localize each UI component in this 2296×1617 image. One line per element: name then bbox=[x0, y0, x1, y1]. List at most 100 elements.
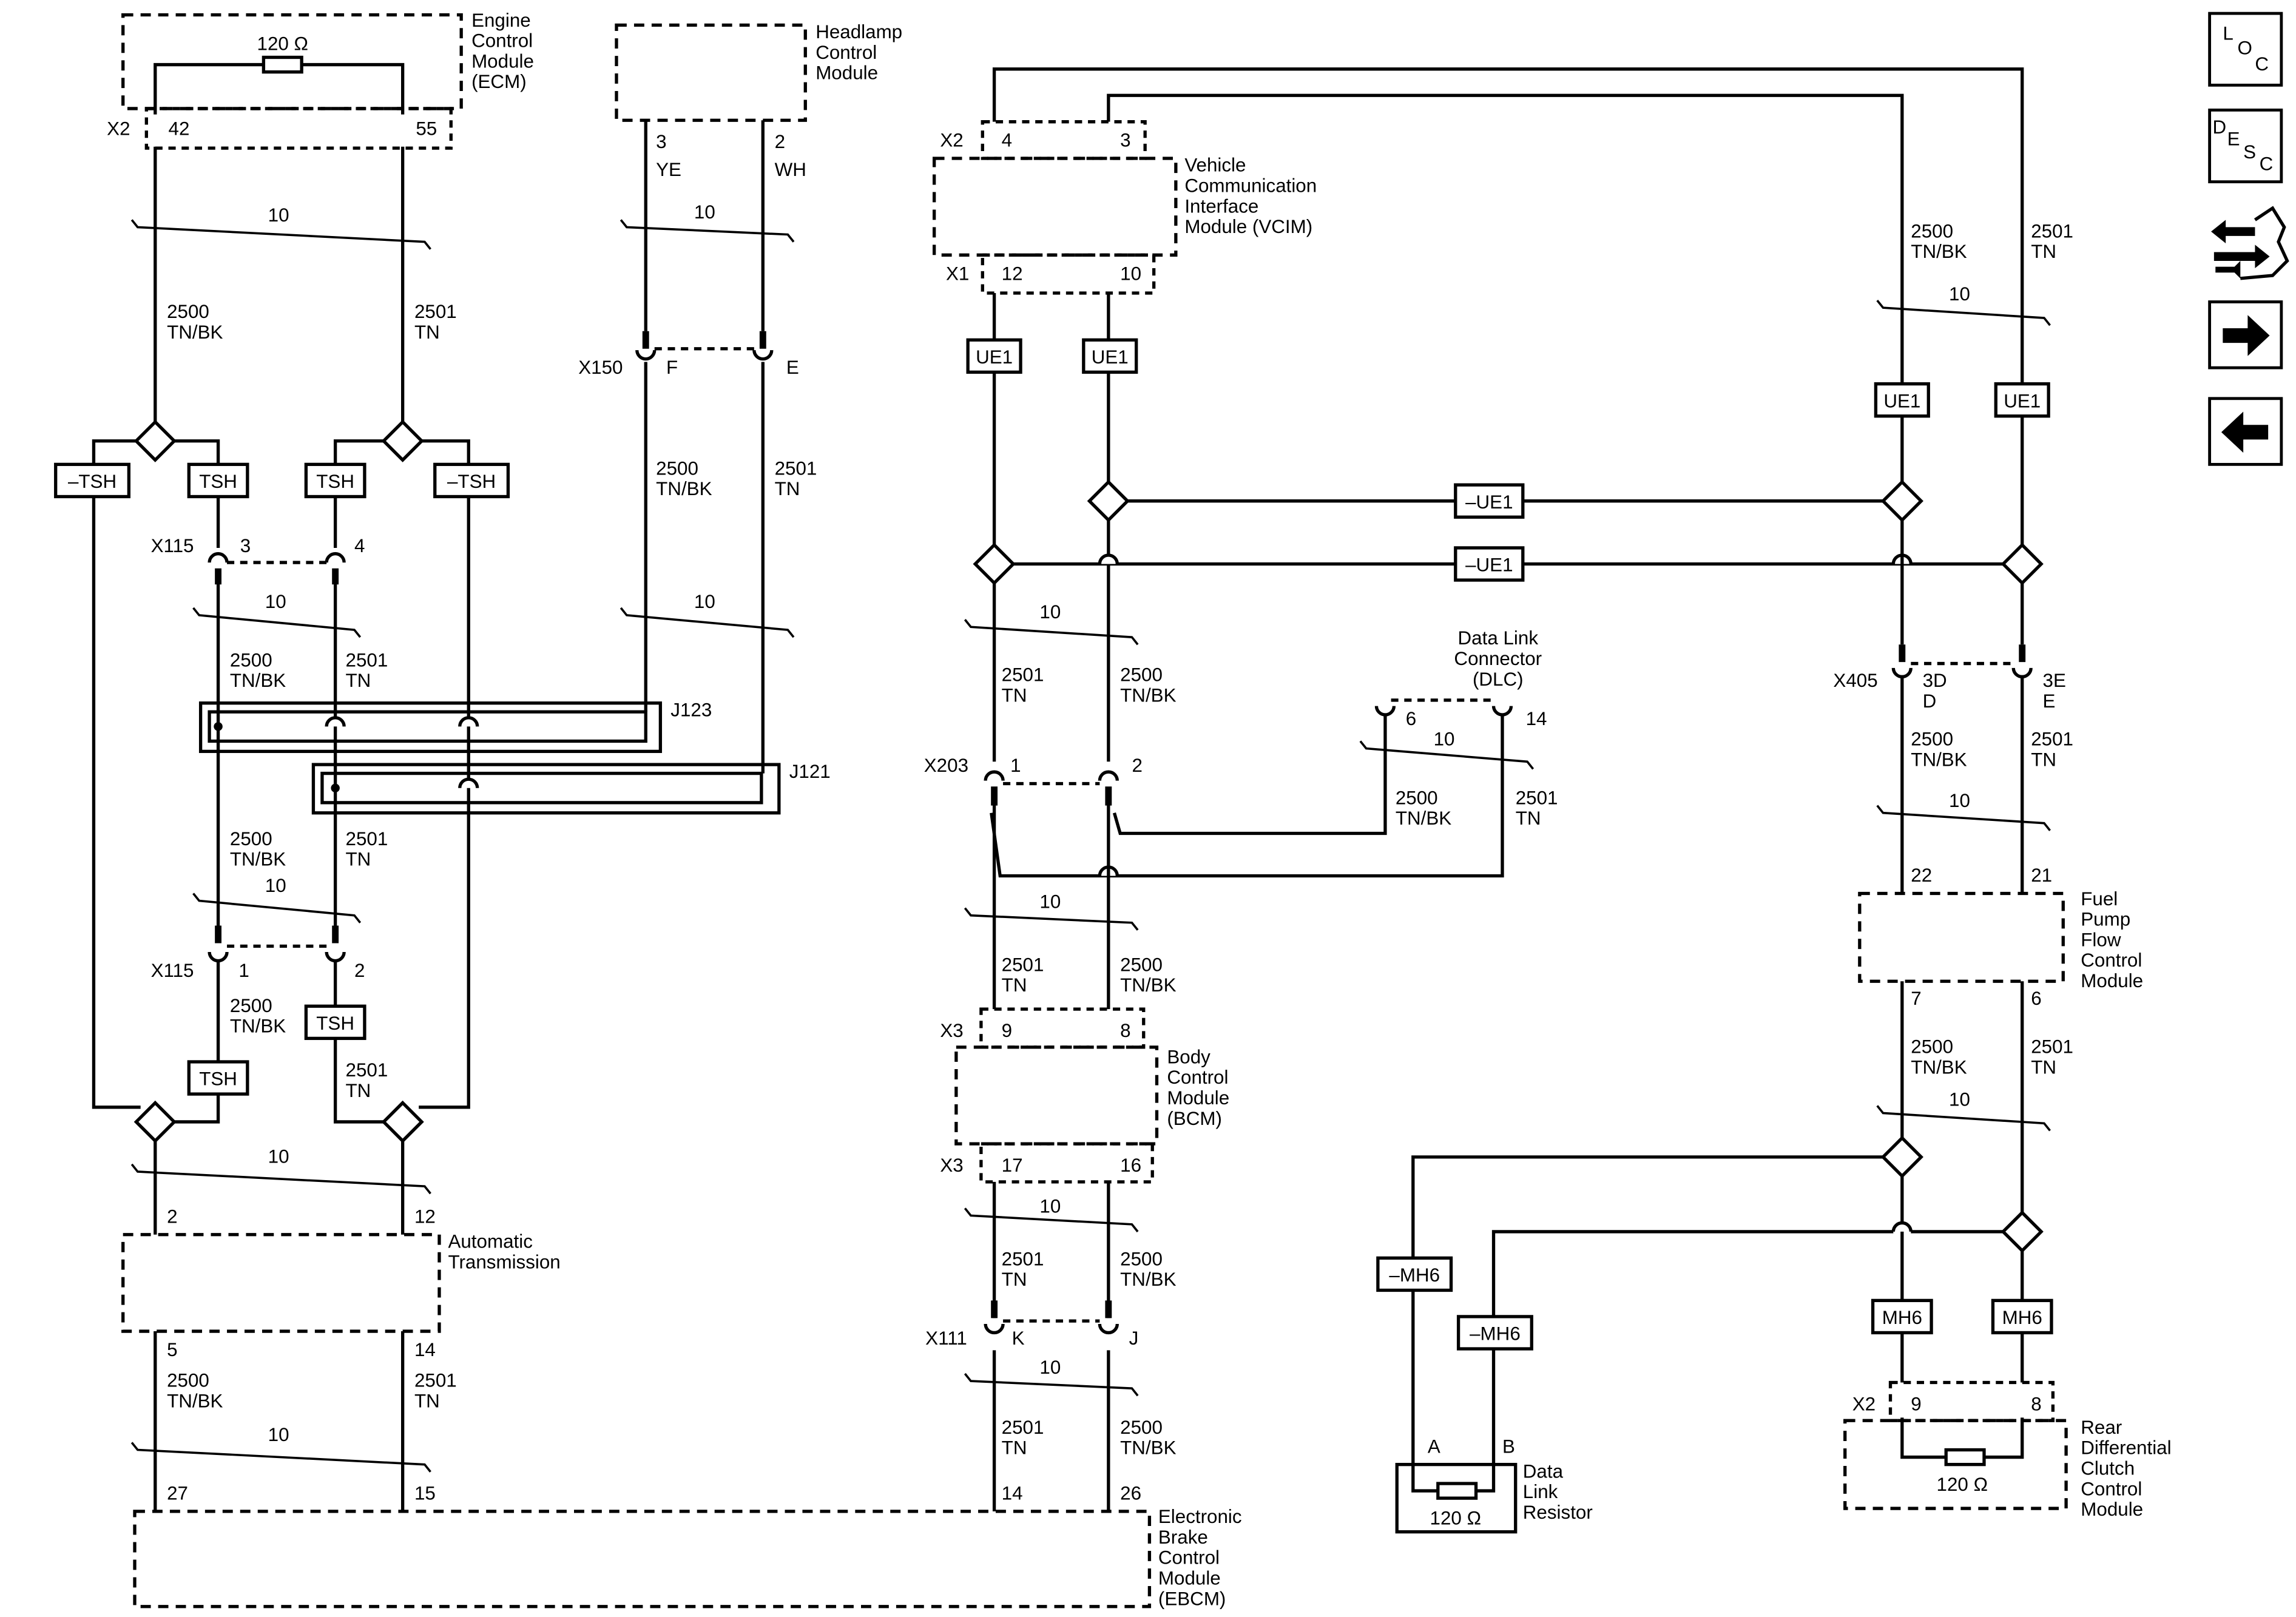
x115-bottom-label: X115 bbox=[151, 960, 194, 981]
svg-text:Body: Body bbox=[1167, 1046, 1210, 1067]
svg-text:TN/BK: TN/BK bbox=[1911, 241, 1967, 262]
opt-tsh-2: TSH bbox=[316, 471, 354, 492]
svg-text:Pump: Pump bbox=[2081, 909, 2130, 930]
svg-text:2501: 2501 bbox=[1002, 1248, 1044, 1269]
svg-text:TN: TN bbox=[1516, 808, 1541, 829]
svg-text:Engine: Engine bbox=[471, 10, 531, 31]
dlr-resistor-label: 120 Ω bbox=[1430, 1508, 1481, 1529]
vcim-top-pin-3: 3 bbox=[1120, 130, 1130, 151]
arrow-right-icon[interactable] bbox=[2208, 300, 2283, 370]
splice-j123-outer bbox=[198, 701, 663, 754]
svg-text:Vehicle: Vehicle bbox=[1184, 155, 1246, 176]
svg-text:2501: 2501 bbox=[1002, 1417, 1044, 1438]
x405-pin-d: D bbox=[1923, 690, 1937, 712]
fpfcm-pin-7: 7 bbox=[1911, 988, 1921, 1009]
svg-text:Control: Control bbox=[815, 42, 877, 63]
svg-text:TN: TN bbox=[346, 670, 371, 691]
svg-text:2501: 2501 bbox=[414, 301, 457, 322]
svg-text:(ECM): (ECM) bbox=[471, 71, 527, 92]
headlamp-outline bbox=[615, 23, 807, 122]
opt-not-mh6-2: –MH6 bbox=[1470, 1323, 1521, 1345]
fpfcm-pin-6: 6 bbox=[2031, 988, 2041, 1009]
x150-pin-e: E bbox=[786, 357, 799, 378]
vcim-bottom-connector-shell bbox=[981, 253, 1156, 295]
x115-top-label: X115 bbox=[151, 535, 194, 556]
svg-text:10: 10 bbox=[1949, 283, 1970, 305]
svg-text:2500: 2500 bbox=[656, 457, 698, 479]
svg-text:Flow: Flow bbox=[2081, 929, 2121, 950]
svg-text:2501: 2501 bbox=[1002, 664, 1044, 686]
svg-text:Module: Module bbox=[471, 50, 534, 72]
dlr-pin-a: A bbox=[1428, 1436, 1440, 1457]
dlr-wire-b bbox=[1476, 1348, 1496, 1493]
headlamp-pin-2: 2 bbox=[775, 131, 785, 152]
svg-text:2501: 2501 bbox=[1002, 954, 1044, 975]
svg-text:TN/BK: TN/BK bbox=[167, 322, 223, 343]
rdccm-connector: X2 bbox=[1852, 1393, 1876, 1414]
svg-text:TN/BK: TN/BK bbox=[230, 1016, 286, 1037]
wiring-tools-icon[interactable] bbox=[2211, 206, 2289, 280]
svg-text:TN/BK: TN/BK bbox=[1911, 749, 1967, 771]
ebcm-outline bbox=[133, 1510, 1152, 1609]
ecm-pin-42: 42 bbox=[169, 118, 190, 139]
svg-text:E: E bbox=[2227, 128, 2240, 149]
svg-text:2500: 2500 bbox=[1120, 1248, 1163, 1269]
not-mh6-wire-2500 bbox=[1411, 1155, 1886, 1258]
ue1-hop-left bbox=[1098, 553, 1119, 564]
x203-pin-1: 1 bbox=[1010, 755, 1021, 776]
nav-loc-button[interactable]: L O C bbox=[2208, 12, 2283, 87]
svg-text:TN: TN bbox=[2031, 749, 2056, 771]
splice-j123-label: J123 bbox=[670, 699, 712, 720]
dlr-resistor bbox=[1436, 1482, 1478, 1500]
splice-j121-outer bbox=[311, 763, 781, 815]
fpfcm-pin-22: 22 bbox=[1911, 865, 1932, 886]
opt-ue1-1: UE1 bbox=[976, 346, 1013, 368]
svg-text:2500: 2500 bbox=[1120, 954, 1163, 975]
svg-text:Headlamp: Headlamp bbox=[815, 21, 902, 42]
svg-text:Fuel: Fuel bbox=[2081, 888, 2118, 910]
svg-text:Clutch: Clutch bbox=[2081, 1458, 2135, 1479]
ebcm-pin-26: 26 bbox=[1120, 1483, 1141, 1504]
svg-text:2500: 2500 bbox=[1911, 220, 1953, 241]
ebcm-pin-27: 27 bbox=[167, 1483, 188, 1504]
arrow-left-icon[interactable] bbox=[2208, 397, 2283, 466]
opt-not-ue1-1: –UE1 bbox=[1465, 491, 1513, 513]
trans-pin-14: 14 bbox=[414, 1339, 436, 1360]
splice-diamonds bbox=[133, 419, 2044, 1254]
svg-text:Brake: Brake bbox=[1158, 1527, 1208, 1548]
svg-text:10: 10 bbox=[268, 1424, 289, 1445]
svg-text:L: L bbox=[2223, 23, 2233, 44]
ecm-resistor bbox=[262, 55, 303, 74]
ecm-resistor-wire bbox=[154, 62, 405, 115]
opt-ue1-3: UE1 bbox=[1883, 390, 1920, 411]
dlc-pin-14: 14 bbox=[1526, 708, 1547, 729]
dlr-wire-a bbox=[1411, 1290, 1438, 1493]
nav-desc-button[interactable]: D E S C bbox=[2208, 108, 2283, 184]
twist-markers bbox=[130, 219, 2051, 1473]
svg-text:2501: 2501 bbox=[414, 1370, 457, 1391]
vcim-top-connector: X2 bbox=[940, 130, 963, 151]
svg-text:Control: Control bbox=[1167, 1067, 1228, 1088]
svg-text:(EBCM): (EBCM) bbox=[1158, 1588, 1226, 1609]
x115-2500-lower bbox=[171, 960, 220, 1124]
svg-text:TN: TN bbox=[414, 322, 440, 343]
svg-text:Link: Link bbox=[1523, 1481, 1558, 1502]
svg-text:Electronic: Electronic bbox=[1158, 1506, 1242, 1527]
svg-text:Module: Module bbox=[1167, 1087, 1229, 1109]
fpfcm-outline bbox=[1858, 891, 2065, 983]
svg-text:2500: 2500 bbox=[167, 1370, 209, 1391]
svg-text:TN/BK: TN/BK bbox=[656, 478, 712, 499]
svg-text:10: 10 bbox=[1039, 1196, 1061, 1217]
x115-top-pin-3: 3 bbox=[240, 535, 251, 556]
svg-text:TN: TN bbox=[414, 1391, 440, 1412]
svg-text:TN/BK: TN/BK bbox=[1911, 1056, 1967, 1078]
svg-text:2501: 2501 bbox=[346, 828, 388, 849]
headlamp-label: Headlamp Control Module bbox=[815, 21, 902, 84]
svg-text:2500: 2500 bbox=[230, 995, 272, 1016]
splice-j121-label: J121 bbox=[789, 761, 831, 782]
x405-label: X405 bbox=[1833, 670, 1877, 691]
inline-connector-pins bbox=[208, 331, 2033, 1335]
option-box-frames bbox=[54, 338, 2053, 1351]
svg-text:Module: Module bbox=[2081, 970, 2143, 991]
